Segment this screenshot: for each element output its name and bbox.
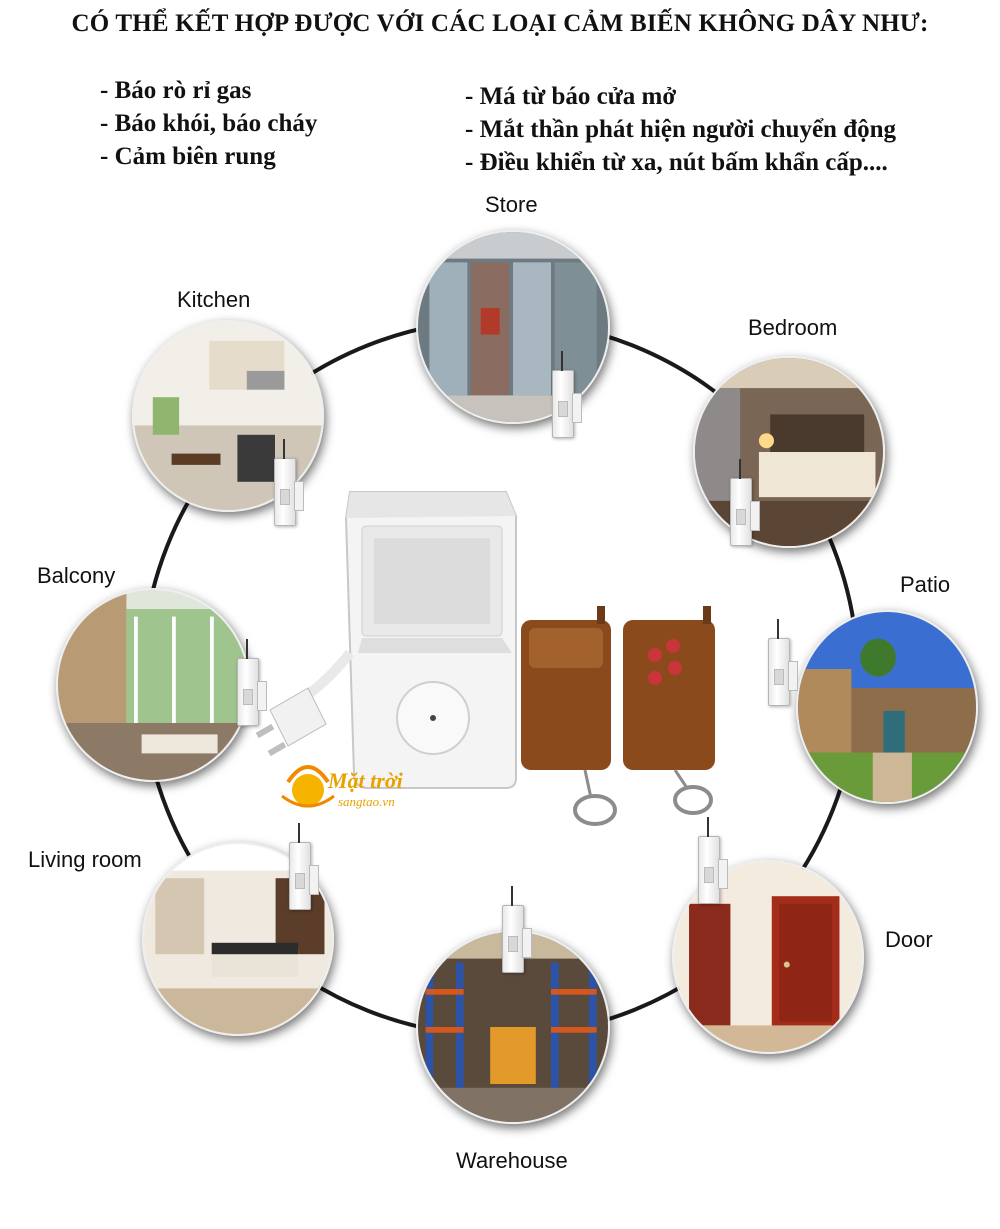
room-bedroom-image [693, 356, 885, 548]
label-warehouse: Warehouse [456, 1148, 568, 1173]
pir-motion-sensor-icon [255, 491, 517, 789]
page-heading: CÓ THỂ KẾT HỢP ĐƯỢC VỚI CÁC LOẠI CẢM BIẾ… [71, 10, 929, 37]
label-living-room: Living room [28, 847, 142, 872]
feature-list-right: - Má từ báo cửa mở - Mắt thần phát hiện … [465, 80, 896, 179]
remote-control-icon [521, 606, 715, 826]
logo-subtext: sangtao.vn [338, 794, 395, 809]
feature-item: - Cảm biên rung [100, 143, 276, 170]
label-bedroom: Bedroom [748, 315, 838, 340]
feature-item: - Mắt thần phát hiện người chuyển động [465, 116, 897, 143]
door-sensor-icon [237, 639, 267, 726]
sun-logo-icon [281, 765, 335, 808]
room-warehouse-image [416, 930, 610, 1124]
label-balcony: Balcony [37, 563, 116, 588]
feature-item: - Báo khói, báo cháy [100, 110, 318, 137]
logo-text: Mặt trời [328, 768, 403, 793]
label-door: Door [885, 927, 933, 952]
feature-item: - Má từ báo cửa mở [465, 83, 677, 110]
feature-item: - Điều khiển từ xa, nút bấm khẩn cấp.... [465, 149, 888, 176]
door-sensor-icon [289, 823, 319, 910]
door-sensor-icon [730, 459, 760, 546]
label-patio: Patio [900, 572, 951, 597]
door-sensor-icon [502, 886, 532, 973]
brand-logo: Mặt trời sangtao.vn [278, 752, 428, 832]
feature-item: - Báo rò rỉ gas [100, 77, 252, 104]
door-sensor-icon [274, 439, 304, 526]
door-sensor-icon [698, 817, 728, 904]
room-balcony-image [56, 588, 250, 782]
door-sensor-icon [552, 351, 582, 438]
room-patio-image [796, 610, 978, 804]
label-kitchen: Kitchen [177, 287, 251, 312]
feature-list-left: - Báo rò rỉ gas - Báo khói, báo cháy - C… [100, 74, 317, 173]
label-store: Store [485, 192, 538, 217]
door-sensor-icon [768, 619, 798, 706]
